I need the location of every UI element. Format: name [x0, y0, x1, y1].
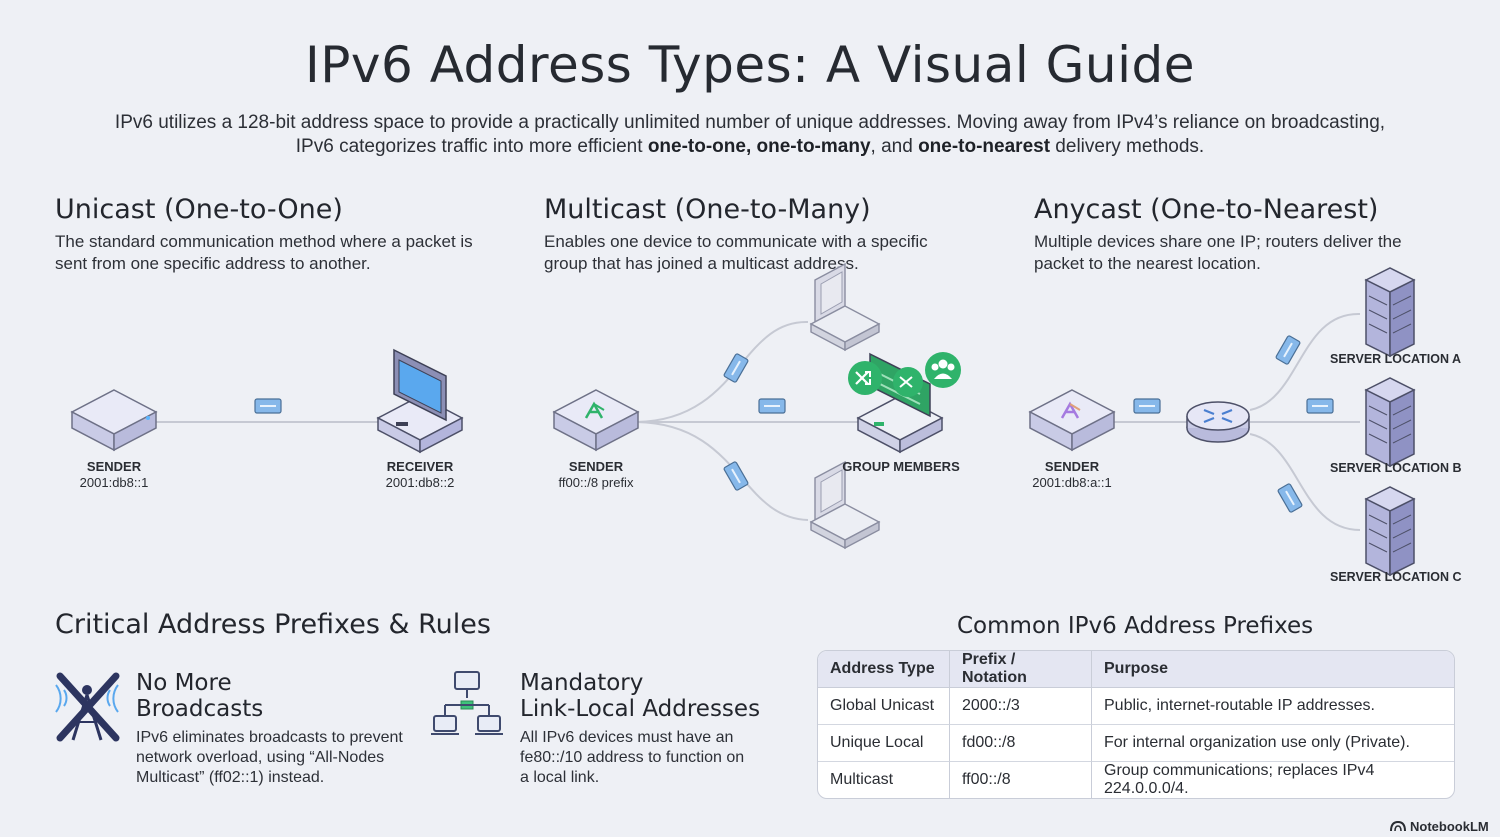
unicast-packet-icon: [254, 398, 282, 414]
rule-description: IPv6 eliminates broadcasts to prevent ne…: [136, 729, 403, 786]
no-broadcast-antenna-icon: [55, 672, 120, 742]
column-header: Address Type: [818, 651, 949, 688]
table-cell: 2000::/3: [949, 688, 1091, 724]
group-users-icon: [925, 352, 961, 388]
unicast-title: Unicast (One-to-One): [55, 194, 343, 225]
local-network-icon: [431, 671, 503, 735]
multicast-title: Multicast (One-to-Many): [544, 194, 871, 225]
brand-name: NotebookLM: [1410, 819, 1489, 834]
unicast-description: The standard communication method where …: [55, 232, 473, 273]
rules-title: Critical Address Prefixes & Rules: [55, 609, 491, 640]
group-member-laptop-icon: [810, 263, 880, 351]
server-location-b-label: SERVER LOCATION B: [1330, 461, 1462, 475]
table-cell: Public, internet-routable IP addresses.: [1091, 688, 1454, 724]
rule-title: Mandatory: [520, 670, 644, 696]
unicast-sender-device: [71, 389, 157, 451]
rule-link-local: Mandatory Link-Local Addresses All IPv6 …: [520, 670, 780, 788]
prefix-table: Address Type Prefix / Notation Purpose G…: [817, 650, 1455, 799]
group-members-label: GROUP MEMBERS: [842, 459, 960, 474]
rule-no-broadcasts: No More Broadcasts IPv6 eliminates broad…: [136, 670, 426, 788]
notebooklm-logo-icon: [1390, 820, 1406, 832]
server-location-a-label: SERVER LOCATION A: [1330, 352, 1462, 366]
rule-title: Link-Local Addresses: [520, 696, 761, 722]
table-row: Unique Local fd00::/8 For internal organ…: [818, 724, 1454, 761]
shuffle-icon: [893, 367, 923, 397]
table-cell: For internal organization use only (Priv…: [1091, 724, 1454, 761]
column-header: Prefix / Notation: [949, 651, 1091, 688]
prefix-table-wrapper: Address Type Prefix / Notation Purpose G…: [817, 650, 1455, 799]
table-cell: Unique Local: [818, 724, 949, 761]
rule-title: No More: [136, 670, 232, 696]
table-cell: Multicast: [818, 761, 949, 798]
multicast-packet-icon: [722, 460, 750, 492]
rule-title: Broadcasts: [136, 696, 264, 722]
server-location-c-label: SERVER LOCATION C: [1330, 570, 1462, 584]
intro-text: IPv6 utilizes a 128-bit address space to…: [114, 112, 1386, 157]
column-header: Purpose: [1091, 651, 1454, 688]
router-icon: [1186, 401, 1250, 443]
rule-description: All IPv6 devices must have an fe80::/10 …: [520, 729, 745, 786]
server-c-icon: [1365, 486, 1415, 576]
table-cell: Group communications; replaces IPv4 224.…: [1091, 761, 1454, 798]
table-cell: Global Unicast: [830, 697, 935, 714]
anycast-packet-icon: [1274, 334, 1302, 366]
anycast-description: Multiple devices share one IP; routers d…: [1034, 232, 1402, 273]
page-title: IPv6 Address Types: A Visual Guide: [305, 36, 1195, 94]
anycast-title: Anycast (One-to-Nearest): [1034, 194, 1379, 225]
multicast-sender-device: [553, 389, 639, 451]
multicast-packet-icon: [758, 398, 786, 414]
table-row: Multicast ff00::/8 Group communications;…: [818, 761, 1454, 798]
shuffle-icon: [848, 361, 882, 395]
table-header-row: Address Type Prefix / Notation Purpose: [818, 651, 1454, 688]
anycast-packet-icon: [1276, 482, 1304, 514]
server-b-icon: [1365, 377, 1415, 467]
multicast-description: Enables one device to communicate with a…: [544, 232, 928, 273]
multicast-packet-icon: [722, 352, 750, 384]
anycast-packet-icon: [1133, 398, 1161, 414]
table-title: Common IPv6 Address Prefixes: [957, 613, 1314, 639]
anycast-packet-icon: [1306, 398, 1334, 414]
table-cell: fd00::/8: [949, 724, 1091, 761]
server-a-icon: [1365, 267, 1415, 357]
table-cell: ff00::/8: [949, 761, 1091, 798]
monitor-icon: [376, 348, 464, 454]
anycast-sender-device: [1029, 389, 1115, 451]
table-row: Global Unicast 2000::/3 Public, internet…: [818, 688, 1454, 724]
